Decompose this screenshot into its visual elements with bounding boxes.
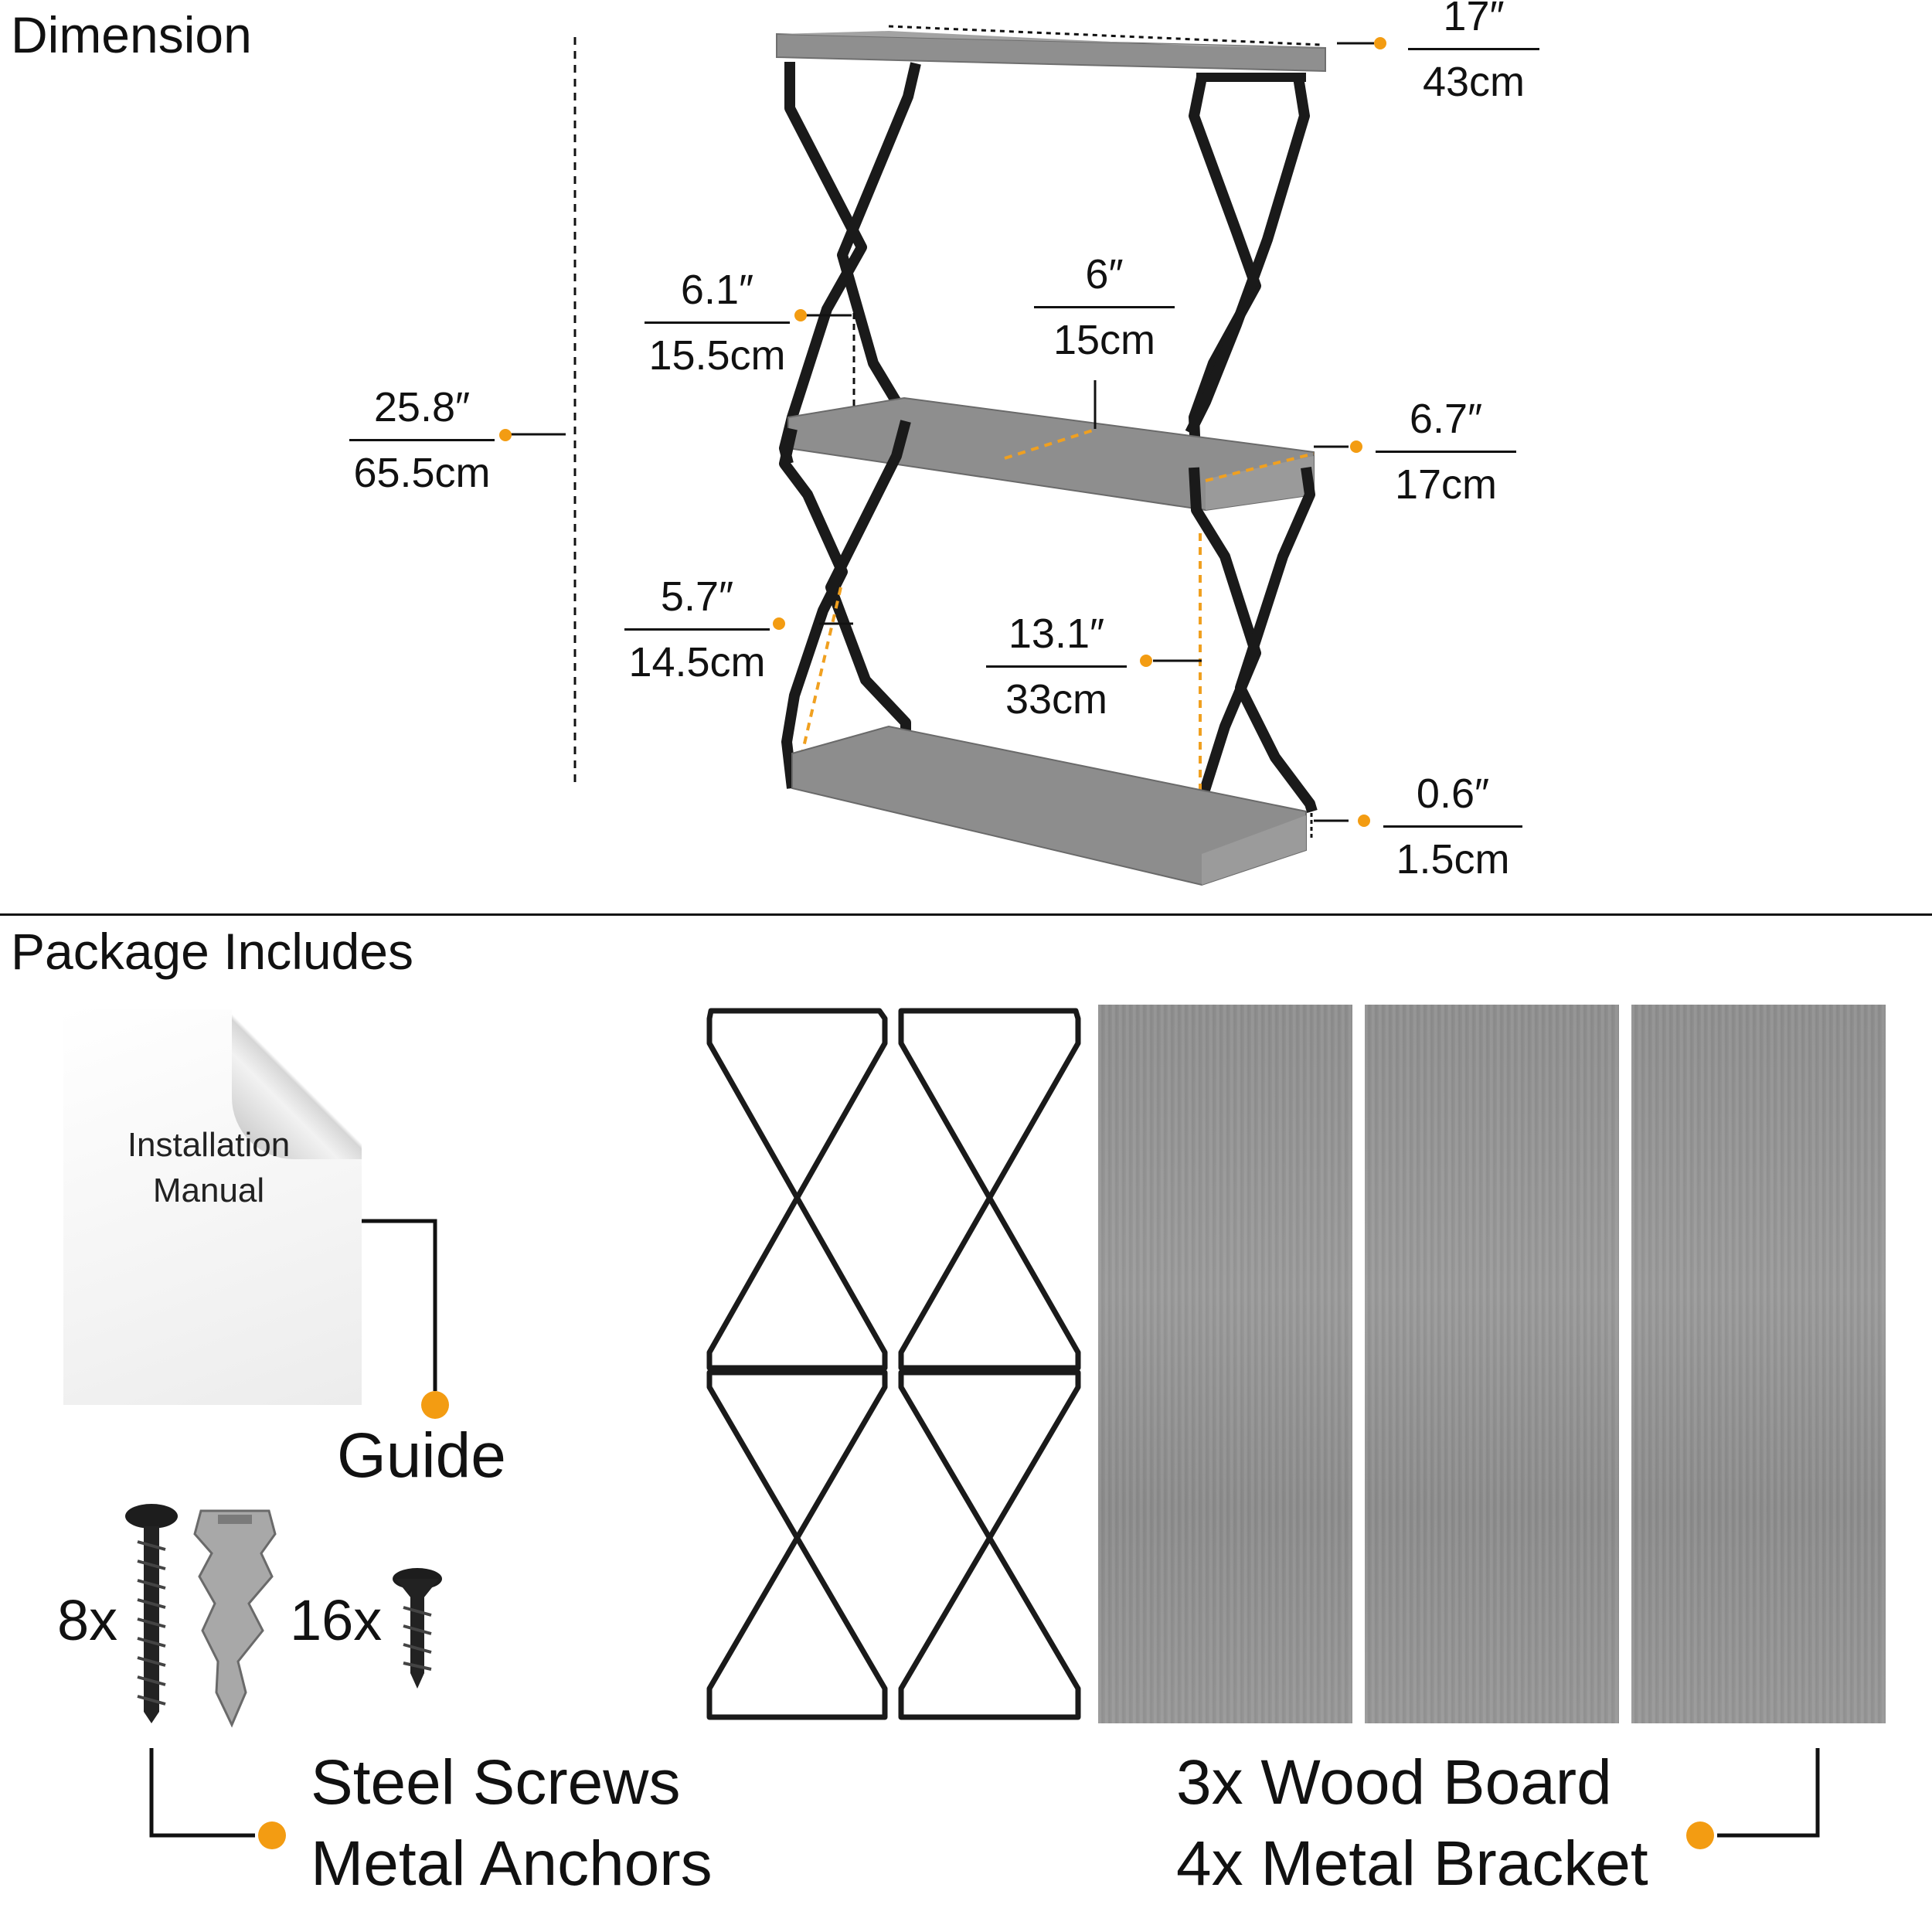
dimension-thickness-cm: 1.5cm [1396, 836, 1510, 883]
dimension-side-depth: 6.7″ 17cm [1376, 398, 1516, 505]
dimension-thickness-inch: 0.6″ [1383, 773, 1522, 828]
metal-bracket-2 [898, 1008, 1081, 1371]
screw-count: 8x [57, 1588, 118, 1652]
boards-line1: 3x Wood Board [1176, 1747, 1612, 1818]
dimension-depth-inch: 6″ [1034, 253, 1175, 308]
dimension-thickness: 0.6″ 1.5cm [1383, 773, 1522, 880]
manual-text: Installation Manual [77, 1122, 340, 1214]
hardware-line1: Steel Screws [311, 1747, 681, 1818]
metal-bracket-3 [706, 1369, 888, 1720]
dimension-upper-gap: 6.1″ 15.5cm [645, 269, 790, 376]
hardware-label: Steel Screws Metal Anchors [311, 1743, 713, 1905]
short-screw-icon [393, 1568, 442, 1689]
dimension-bracket-height: 13.1″ 33cm [986, 613, 1127, 720]
dimension-depth: 6″ 15cm [1034, 253, 1175, 361]
dimension-upper-gap-cm: 15.5cm [648, 332, 786, 379]
dimension-depth-cm: 15cm [1053, 317, 1156, 363]
manual-text-line1: Installation [127, 1126, 291, 1164]
thickness-dot [1358, 815, 1370, 827]
bracket-height-dot [1140, 655, 1152, 667]
boards-dot [1686, 1821, 1714, 1849]
package-title: Package Includes [11, 923, 414, 980]
wood-board-1 [1098, 1005, 1352, 1723]
metal-bracket-4 [898, 1369, 1081, 1720]
lower-gap-dot [773, 617, 785, 630]
width-dot [1374, 37, 1386, 49]
page-curl-icon [232, 1009, 362, 1159]
guide-dot [421, 1391, 449, 1419]
dimension-height-inch: 25.8″ [349, 386, 495, 441]
side-depth-dot [1350, 440, 1362, 453]
boards-line2: 4x Metal Bracket [1176, 1828, 1648, 1899]
dimension-side-depth-inch: 6.7″ [1376, 398, 1516, 453]
wood-board-2 [1365, 1005, 1619, 1723]
wood-board-3 [1631, 1005, 1886, 1723]
top-board [776, 32, 1326, 73]
small-screw-count: 16x [290, 1588, 383, 1652]
dimension-bracket-height-cm: 33cm [1005, 676, 1108, 723]
dimension-width-cm: 43cm [1422, 59, 1526, 105]
manual-text-line2: Manual [152, 1172, 265, 1210]
boards-label: 3x Wood Board 4x Metal Bracket [1176, 1743, 1648, 1905]
metal-anchor-icon [193, 1509, 277, 1728]
metal-bracket-1 [706, 1008, 888, 1371]
dimension-side-depth-cm: 17cm [1394, 461, 1498, 508]
dimension-height-cm: 65.5cm [353, 450, 491, 496]
dimension-lower-gap-cm: 14.5cm [628, 639, 766, 685]
dimension-width: 17″ 43cm [1408, 0, 1539, 103]
steel-screw-icon [125, 1504, 178, 1723]
dimension-lower-gap: 5.7″ 14.5cm [624, 576, 770, 683]
hardware-dot [258, 1821, 286, 1849]
dimension-height: 25.8″ 65.5cm [349, 386, 495, 494]
height-dot [499, 429, 512, 441]
dimension-title: Dimension [11, 6, 252, 63]
section-divider [0, 913, 1932, 916]
dimension-upper-gap-inch: 6.1″ [645, 269, 790, 324]
upper-gap-dot [794, 309, 807, 321]
dimension-width-inch: 17″ [1408, 0, 1539, 50]
hardware-line2: Metal Anchors [311, 1828, 713, 1899]
guide-label: Guide [337, 1420, 506, 1491]
dimension-lower-gap-inch: 5.7″ [624, 576, 770, 631]
dimension-bracket-height-inch: 13.1″ [986, 613, 1127, 668]
